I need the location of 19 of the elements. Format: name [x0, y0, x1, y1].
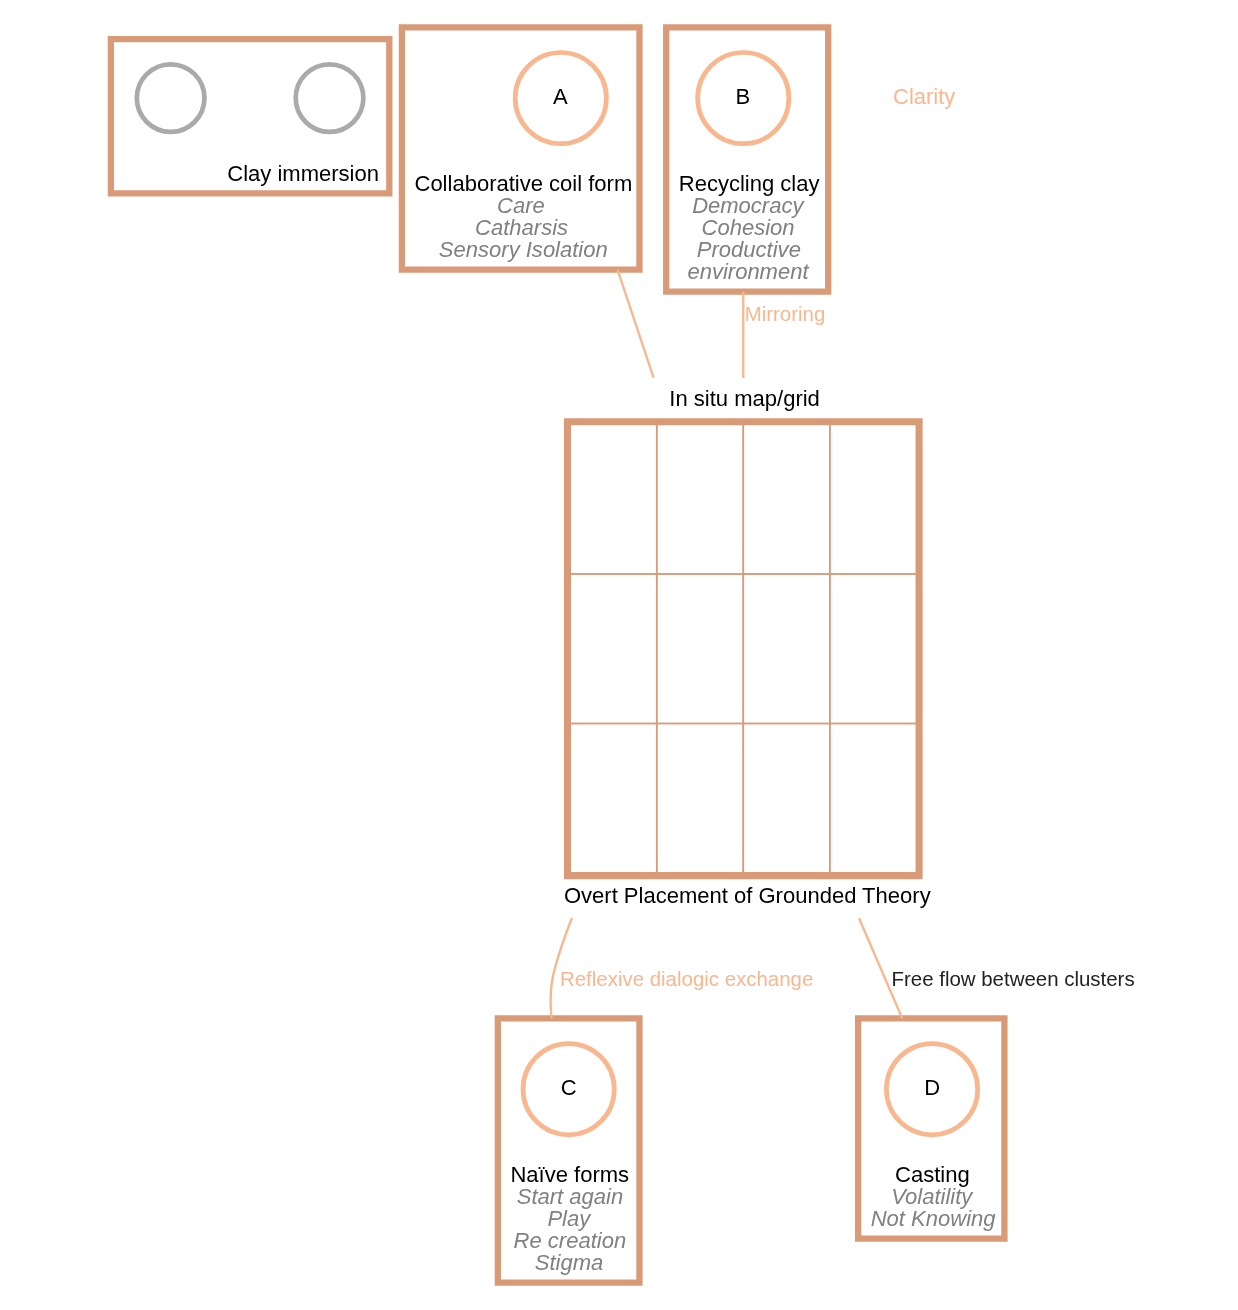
edge-label: Reflexive dialogic exchange [559, 966, 814, 990]
node-box [563, 418, 923, 880]
node-circle: A [512, 50, 609, 147]
edge-label: Mirroring [744, 301, 826, 325]
node-circle [293, 61, 366, 135]
connector [616, 269, 655, 378]
node-label: In situ map/grid [669, 385, 820, 411]
node-label: Overt Placement of Grounded Theory [563, 883, 931, 909]
edge-label: Free flow between clusters [891, 966, 1135, 990]
cluster: Clay immersion [107, 35, 393, 197]
connector [549, 917, 573, 1019]
node-circle: D [884, 1041, 981, 1138]
node-label: Stigma [534, 1250, 604, 1276]
label: Clarity [892, 83, 956, 109]
connector [857, 917, 904, 1019]
node-circle: C [520, 1041, 617, 1138]
node-circle [134, 61, 207, 135]
node-circle: B [695, 50, 792, 147]
connector [742, 291, 745, 378]
